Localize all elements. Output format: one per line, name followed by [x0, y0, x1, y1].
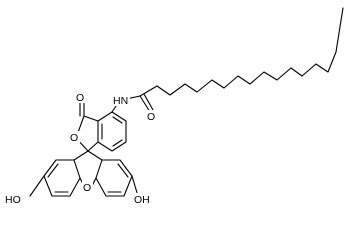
benzo-inner-3 [112, 116, 123, 124]
amide-oxygen-label: O [147, 111, 155, 123]
amide-co-bond [139, 95, 151, 113]
chemical-structure: O O O HN O HO OH [4, 7, 344, 206]
carbonyl-oxygen-label: O [76, 92, 84, 104]
structure-canvas: O O O HN O HO OH [4, 7, 344, 206]
alkyl-chain [139, 7, 344, 97]
right-oh-bond [131, 175, 139, 197]
xanthene-right-ring [95, 159, 133, 197]
xl-inner-1 [47, 163, 59, 178]
right-hydroxyl-label: OH [134, 194, 150, 206]
atom-labels: O O O HN O HO OH [4, 91, 157, 206]
spiro-benzo [87, 141, 99, 152]
lactone-c1 [83, 115, 99, 122]
lactone-oxygen-label: O [70, 132, 78, 144]
amide-co-double [143, 93, 154, 111]
left-oh-bond [29, 175, 45, 197]
left-hydroxyl-label: HO [5, 194, 21, 206]
xanthene-oxygen-label: O [83, 182, 91, 194]
xanthene-left-ring [43, 159, 81, 197]
xr-inner-1 [117, 163, 129, 178]
amide-nitrogen-label: HN [113, 95, 128, 107]
bond-layer [29, 7, 344, 197]
spiro-left [73, 150, 89, 161]
benzo-inner-2 [112, 139, 123, 147]
spiro-right [87, 150, 103, 161]
